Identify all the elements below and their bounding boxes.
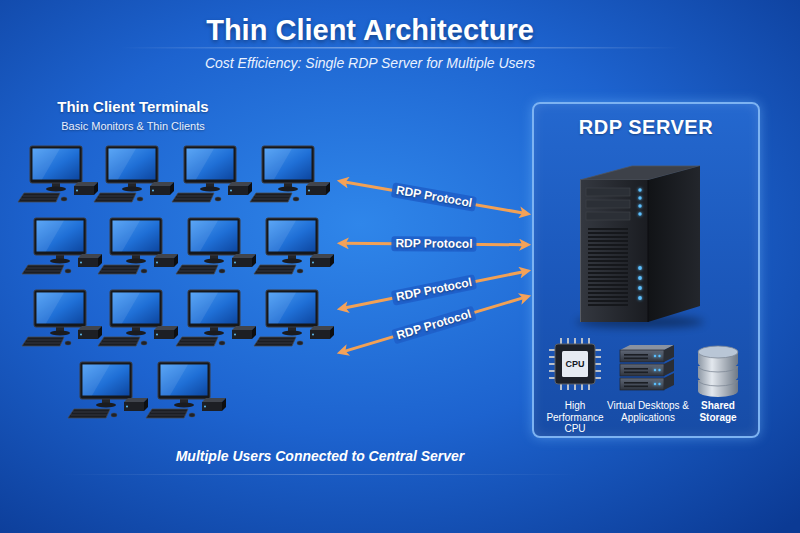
status-led — [638, 188, 641, 191]
connector-label: RDP Protocol — [391, 236, 476, 252]
panel-heading: RDP SERVER — [534, 116, 758, 139]
caption-rule — [60, 474, 580, 475]
thin-client-computer — [22, 290, 102, 346]
group-subheading: Basic Monitors & Thin Clients — [38, 120, 228, 133]
connector-label: RDP Protocol — [391, 274, 477, 306]
tower-vent — [588, 228, 628, 308]
group-heading: Thin Client Terminals — [38, 98, 228, 115]
title-rule — [120, 47, 680, 49]
tower-side — [648, 166, 700, 322]
thin-client-computer — [22, 218, 102, 274]
status-led — [638, 204, 641, 207]
status-led — [638, 212, 641, 215]
status-led — [638, 296, 642, 300]
rack-side — [664, 373, 674, 390]
thin-client-computer — [176, 218, 256, 274]
drive-bay — [586, 188, 630, 196]
thin-client-computer — [146, 362, 226, 418]
status-led — [638, 286, 642, 290]
storage-disk — [698, 366, 738, 383]
rack-unit — [620, 378, 664, 390]
connector-label: RDP Protocol — [391, 183, 477, 212]
protocol-connector — [342, 181, 526, 213]
protocol-connector — [342, 297, 527, 352]
rack-top — [620, 345, 674, 350]
rack-unit — [620, 364, 664, 376]
tower-edge — [580, 180, 581, 322]
storage-disk-top — [698, 346, 738, 358]
server-tower — [576, 166, 704, 328]
cpu-pins — [549, 338, 601, 390]
storage-disk — [698, 380, 738, 397]
tower-shadow — [576, 316, 704, 328]
client-computers — [18, 146, 334, 418]
thin-client-computer — [68, 362, 148, 418]
thin-client-computer — [254, 218, 334, 274]
storage-icon — [698, 346, 738, 397]
rack-icon — [620, 345, 674, 390]
client-group: Thin Client TerminalsBasic Monitors & Th… — [20, 92, 336, 432]
thin-client-computer — [18, 146, 98, 202]
status-led — [638, 266, 642, 270]
status-led — [638, 276, 642, 280]
drive-bay — [586, 212, 630, 220]
drive-bay — [586, 200, 630, 208]
tower-edge — [648, 180, 649, 322]
connector-label: RDP Protocol — [391, 305, 477, 344]
rack-unit — [620, 350, 664, 362]
thin-client-computer — [98, 218, 178, 274]
diagram-caption: Multiple Users Connected to Central Serv… — [60, 448, 580, 464]
status-led — [638, 196, 641, 199]
status-leds — [638, 188, 642, 300]
cpu-body — [555, 344, 595, 384]
rack-side — [664, 345, 674, 362]
thin-client-computer — [98, 290, 178, 346]
thin-client-computer — [94, 146, 174, 202]
thin-client-computer — [254, 290, 334, 346]
subtitle: Cost Efficiency: Single RDP Server for M… — [110, 55, 630, 71]
rack-side — [664, 359, 674, 376]
thin-client-computer — [250, 146, 330, 202]
protocol-connector — [342, 243, 526, 244]
cpu-icon — [549, 338, 601, 390]
tower-front — [580, 180, 648, 322]
cpu-die — [562, 351, 588, 377]
storage-disk — [698, 352, 738, 369]
thin-client-computer — [172, 146, 252, 202]
tower-top — [580, 166, 700, 180]
protocol-connector — [342, 271, 526, 308]
server-panel: RDP SERVER — [532, 102, 760, 438]
thin-client-computer — [176, 290, 256, 346]
diagram-title: Thin Client Architecture — [50, 14, 690, 47]
